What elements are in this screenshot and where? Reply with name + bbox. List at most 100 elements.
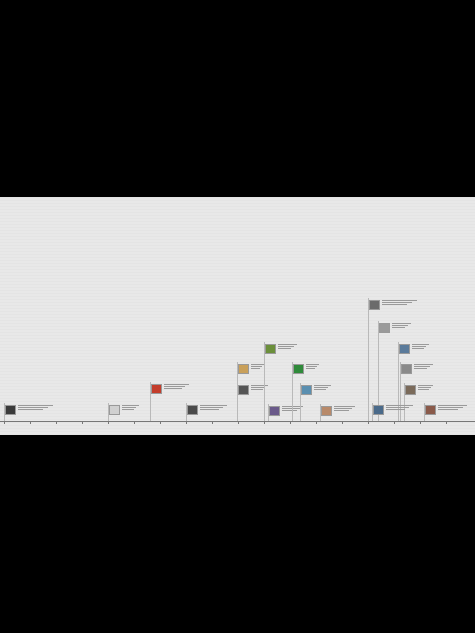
text-line [306,364,319,365]
axis-tick [56,421,57,424]
axis-tick [82,421,83,424]
event-description [334,406,355,416]
axis-tick [160,421,161,424]
event-description [382,300,417,310]
text-line [414,366,431,367]
event-connector [378,321,379,421]
axis-tick [446,421,447,424]
event-description [251,385,268,395]
event-connector [186,403,187,421]
text-line [334,410,349,411]
event-image [369,300,380,310]
timeline-canvas[interactable] [0,197,475,435]
text-line [414,368,428,369]
event-connector [292,362,293,421]
axis-tick [368,421,369,424]
timeline-event-card[interactable] [401,362,433,374]
event-image [401,364,412,374]
text-line [386,405,413,406]
axis-tick [30,421,31,424]
event-image [321,406,332,416]
text-line [314,385,331,386]
text-line [414,364,433,365]
text-line [412,346,427,347]
event-connector [404,383,405,421]
event-connector [368,298,369,421]
text-line [382,300,417,301]
event-image [301,385,312,395]
axis-tick [238,421,239,424]
event-description [200,405,227,415]
text-line [306,366,318,367]
timeline-event-card[interactable] [187,403,227,415]
event-description [392,323,411,333]
timeline-event-card[interactable] [425,403,467,415]
timeline-event-card[interactable] [373,403,413,415]
event-image [399,344,410,354]
axis-tick [186,421,187,424]
event-connector [108,403,109,421]
timeline-event-card[interactable] [109,403,139,415]
timeline-event-card[interactable] [151,382,189,394]
event-description [418,385,433,395]
text-line [314,389,326,390]
timeline-event-card[interactable] [369,298,417,310]
timeline-event-card[interactable] [293,362,319,374]
timeline-event-card[interactable] [321,404,355,416]
axis-tick [4,421,5,424]
text-line [18,405,53,406]
event-image [5,405,16,415]
text-line [251,368,261,369]
text-line [386,407,409,408]
axis-tick [108,421,109,424]
event-connector [424,403,425,421]
axis-tick [316,421,317,424]
text-line [314,387,329,388]
timeline-event-card[interactable] [238,362,264,374]
text-line [418,389,429,390]
timeline-axis [0,421,475,422]
text-line [251,366,263,367]
event-description [306,364,319,374]
timeline-event-card[interactable] [405,383,433,395]
event-description [18,405,53,415]
timeline-event-card[interactable] [379,321,411,333]
axis-tick [264,421,265,424]
text-line [122,409,134,410]
timeline-event-card[interactable] [238,383,268,395]
text-line [306,368,316,369]
text-line [251,389,263,390]
event-description [251,364,264,374]
event-image [425,405,436,415]
event-description [438,405,467,415]
timeline-event-card[interactable] [301,383,331,395]
text-line [164,388,182,389]
event-connector [4,403,5,421]
text-line [200,407,223,408]
timeline-event-card[interactable] [5,403,53,415]
event-image [151,384,162,394]
text-line [412,348,424,349]
axis-tick [394,421,395,424]
timeline-event-card[interactable] [269,404,303,416]
event-description [414,364,433,374]
text-line [251,364,264,365]
event-image [265,344,276,354]
text-line [122,405,139,406]
text-line [18,407,48,408]
text-line [418,387,431,388]
event-connector [300,383,301,421]
event-image [238,385,249,395]
text-line [164,386,186,387]
event-description [412,344,429,354]
event-image [405,385,416,395]
event-connector [372,403,373,421]
event-description [278,344,297,354]
timeline-event-card[interactable] [399,342,429,354]
axis-tick [420,421,421,424]
event-image [293,364,304,374]
timeline-event-card[interactable] [265,342,297,354]
event-description [386,405,413,415]
text-line [200,409,219,410]
text-line [278,348,292,349]
